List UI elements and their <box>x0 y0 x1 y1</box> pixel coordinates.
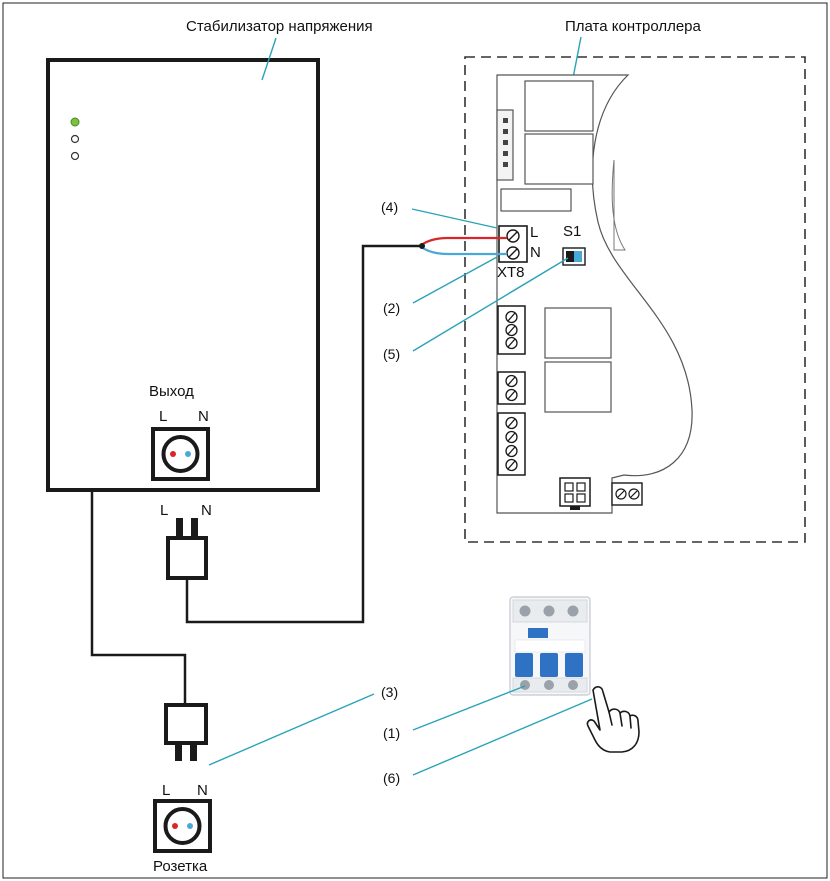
component-block <box>500 188 572 212</box>
stabilizer-body <box>46 58 320 492</box>
molex-connector-icon <box>559 477 591 510</box>
callout-5: (5) <box>383 346 400 362</box>
xt8-l-label: L <box>530 224 538 241</box>
terminal-block-4 <box>497 412 526 476</box>
stabilizer-title: Стабилизатор напряжения <box>186 18 373 35</box>
controller-supply-cable <box>185 244 420 624</box>
stabilizer-unit: Стабилизатор напряжения Выход L N <box>46 18 373 492</box>
output-l-label: L <box>159 408 167 425</box>
callout-1-leader <box>412 685 526 731</box>
relay-3 <box>544 307 612 359</box>
relay-1 <box>524 80 594 132</box>
callout-2: (2) <box>383 300 400 316</box>
stabilizer-title-leader <box>261 37 277 81</box>
circuit-breaker-icon <box>509 596 591 696</box>
controller-title: Плата контроллера <box>565 18 702 35</box>
socket-l-label: L <box>162 782 170 799</box>
wire-junction <box>419 243 425 249</box>
callout-4: (4) <box>381 199 398 215</box>
input-plug-icon <box>164 703 208 761</box>
callout-1: (1) <box>383 725 400 741</box>
pointing-hand-icon <box>586 686 640 753</box>
s1-switch-icon <box>562 247 586 266</box>
output-n-label: N <box>198 408 209 425</box>
callout-5-leader <box>412 257 569 352</box>
relay-2 <box>524 133 594 185</box>
pin-header-icon <box>496 109 514 181</box>
callout-2-leader <box>412 256 498 304</box>
led-off-icon <box>70 151 80 161</box>
controller-board: Плата контроллера L N XT8 <box>464 18 806 543</box>
socket-n-label: N <box>197 782 208 799</box>
terminal-block-2 <box>497 371 526 405</box>
plug-l-label: L <box>160 502 168 519</box>
controller-title-leader <box>572 36 582 79</box>
callout-4-leader <box>411 208 498 229</box>
callout-3: (3) <box>381 684 398 700</box>
pcb-cutout-edge <box>611 159 626 251</box>
socket-label: Розетка <box>153 858 208 875</box>
controller-dashed-outline <box>464 56 806 543</box>
terminal-block-3 <box>497 305 526 355</box>
terminal-block-bottom <box>611 482 643 506</box>
xt8-terminal-block <box>498 225 528 263</box>
callout-6: (6) <box>383 770 400 786</box>
output-label: Выход <box>149 383 194 400</box>
led-green-icon <box>70 117 80 127</box>
xt8-label: XT8 <box>497 264 525 281</box>
callout-3-leader <box>208 693 375 766</box>
plug-n-label: N <box>201 502 212 519</box>
xt8-n-label: N <box>530 244 541 261</box>
callout-6-leader <box>412 698 593 776</box>
input-cable <box>90 490 187 705</box>
s1-label: S1 <box>563 223 581 240</box>
led-off-icon <box>70 134 80 144</box>
callout-lines <box>208 208 593 776</box>
wall-socket-icon <box>153 799 212 853</box>
output-socket-icon <box>151 427 210 481</box>
relay-4 <box>544 361 612 413</box>
